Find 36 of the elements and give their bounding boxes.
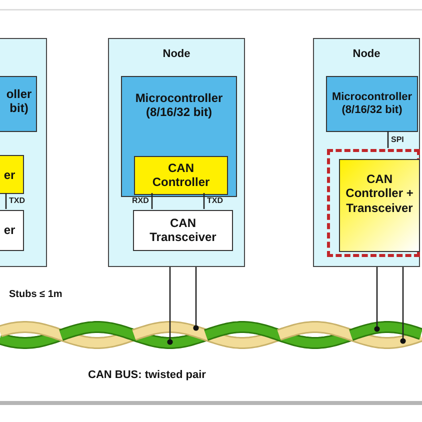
box-label: er: [2, 168, 16, 182]
connector-line: [167, 267, 173, 345]
box-label: er: [2, 223, 16, 238]
node-box: [0, 38, 47, 267]
connector-line: [151, 193, 153, 209]
microcontroller-box: [0, 76, 37, 132]
box-label: CAN Transceiver: [148, 216, 218, 245]
signal-label: TXD: [8, 197, 26, 205]
connector-line: [193, 267, 199, 331]
box-label: CAN Controller + Transceiver: [344, 172, 414, 216]
can-controller-box: [0, 155, 24, 194]
node-box: [108, 38, 245, 267]
box-label: oller bit): [5, 87, 33, 116]
connector-line: [5, 193, 7, 209]
box-label: Microcontroller (8/16/32 bit): [330, 91, 414, 118]
box-label: CAN Controller: [151, 161, 211, 190]
node-title: Node: [162, 48, 192, 62]
microcontroller-box: [121, 76, 237, 197]
connector-line: [203, 193, 205, 209]
bus-caption: CAN BUS: twisted pair: [88, 369, 206, 381]
transceiver-box: [133, 210, 233, 251]
controller-transceiver-box: [339, 159, 420, 252]
connector-line: [374, 267, 380, 332]
transceiver-box: [0, 210, 24, 251]
signal-label: TXD: [206, 197, 224, 205]
connector-line: [400, 267, 406, 344]
signal-label: RXD: [131, 197, 150, 205]
stub-length-note: Stubs ≤ 1m: [9, 289, 62, 300]
box-label: Microcontroller (8/16/32 bit): [134, 91, 224, 120]
can-controller-box: [134, 156, 228, 195]
node-title: Node: [352, 48, 382, 62]
dashed-outline-box: [327, 149, 420, 257]
twisted-pair-drawing: [0, 321, 422, 349]
node-box: [313, 38, 420, 267]
microcontroller-box: [326, 76, 418, 132]
connector-line: [387, 131, 389, 148]
